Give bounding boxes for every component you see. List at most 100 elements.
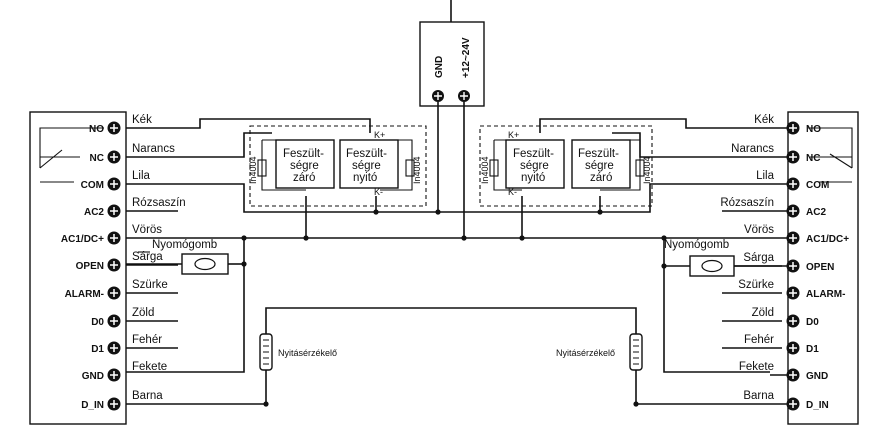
left-screw-d1-icon xyxy=(107,341,121,355)
left-wire-rozsaszin: Rózsaszín xyxy=(132,197,186,209)
left-terminal-nc: NC xyxy=(90,153,104,164)
right-lock-b-line2: ségre xyxy=(585,160,614,172)
left-wire-narancs: Narancs xyxy=(132,143,175,155)
right-screw-ac1-dc--icon xyxy=(786,231,800,245)
left-lock-a-line1: Feszült- xyxy=(283,148,324,160)
right-wire-barna: Barna xyxy=(743,390,774,402)
left-wire-kek: Kék xyxy=(132,114,152,126)
right-lock-minus: K- xyxy=(508,187,517,197)
right-wire-feher: Fehér xyxy=(744,334,774,346)
left-diode-a-label: In4004 xyxy=(248,156,258,184)
left-screw-nc-icon xyxy=(107,150,121,164)
left-lock-b-line3: nyitó xyxy=(353,172,377,184)
left-screw-open-icon xyxy=(107,258,121,272)
right-wire-szurke: Szürke xyxy=(738,279,774,291)
right-screw-alarm--icon xyxy=(786,286,800,300)
power-supply: GND +12~24V xyxy=(419,0,485,238)
left-lock-closing xyxy=(275,139,335,189)
right-terminal-gnd: GND xyxy=(806,371,828,382)
left-screw-gnd-icon xyxy=(107,368,121,382)
left-lock-a-line3: záró xyxy=(293,172,315,184)
right-wire-fekete: Fekete xyxy=(739,361,774,373)
left-terminal-alarm-: ALARM- xyxy=(65,289,104,300)
right-relay-switch xyxy=(808,127,853,183)
right-diode-a-label: In4004 xyxy=(480,156,490,184)
right-screw-gnd-icon xyxy=(786,368,800,382)
left-terminal-d1: D1 xyxy=(91,344,104,355)
right-door-sensor: Nyitásérzékelő xyxy=(556,333,643,371)
right-screw-nc-icon xyxy=(786,150,800,164)
right-terminal-ac2: AC2 xyxy=(806,207,826,218)
left-button-label: Nyomógomb xyxy=(152,239,217,251)
left-diode-b-label: In4004 xyxy=(412,156,422,184)
left-wire-voros: Vörös xyxy=(132,224,162,236)
left-terminal-d0: D0 xyxy=(91,317,104,328)
left-lock-b-line2: ségre xyxy=(352,160,381,172)
left-screw-com-icon xyxy=(107,177,121,191)
right-lock-a-line2: ségre xyxy=(520,160,549,172)
right-wire-lila: Lila xyxy=(756,170,775,182)
left-screw-no-icon xyxy=(107,121,121,135)
junction-dots xyxy=(241,209,667,407)
right-screw-d-in-icon xyxy=(786,397,800,411)
right-lock-group: In4004 In4004 Feszült- ségre nyitó Feszü… xyxy=(479,125,653,207)
right-screw-d0-icon xyxy=(786,314,800,328)
left-terminal-no: NO xyxy=(89,124,104,135)
right-screw-open-icon xyxy=(786,259,800,273)
right-terminal-open: OPEN xyxy=(806,262,834,273)
right-lock-b-line1: Feszült- xyxy=(578,148,619,160)
left-screw-d0-icon xyxy=(107,314,121,328)
left-push-button: Nyomógomb xyxy=(138,239,229,275)
left-terminal-ac2: AC2 xyxy=(84,207,104,218)
left-lock-b-line1: Feszült- xyxy=(346,148,387,160)
right-terminal-d0: D0 xyxy=(806,317,819,328)
left-sensor-label: Nyitásérzékelő xyxy=(278,348,337,358)
right-screw-no-icon xyxy=(786,121,800,135)
right-lock-opening xyxy=(505,139,565,189)
left-lock-group: In4004 In4004 Feszült- ségre záró Feszül… xyxy=(248,125,427,207)
left-terminal-gnd: GND xyxy=(82,371,104,382)
left-screw-d-in-icon xyxy=(107,397,121,411)
left-screw-ac2-icon xyxy=(107,204,121,218)
left-screw-alarm--icon xyxy=(107,286,121,300)
left-wire-sarga: Sárga xyxy=(132,251,163,263)
right-sensor-label: Nyitásérzékelő xyxy=(556,348,615,358)
right-lock-a-line3: nyitó xyxy=(521,172,545,184)
left-wire-barna: Barna xyxy=(132,390,163,402)
right-terminal-no: NO xyxy=(806,124,821,135)
left-lock-plus: K+ xyxy=(374,130,385,140)
psu-voltage-label: +12~24V xyxy=(461,37,472,78)
left-door-sensor: Nyitásérzékelő xyxy=(259,333,337,371)
left-wire-labels: KékNarancsLilaRózsaszínVörösSárgaSzürkeZ… xyxy=(126,114,186,402)
right-button-label: Nyomógomb xyxy=(664,239,729,251)
left-wire-lila: Lila xyxy=(132,170,151,182)
right-terminal-nc: NC xyxy=(806,153,820,164)
right-wire-narancs: Narancs xyxy=(731,143,774,155)
right-terminal-com: COM xyxy=(806,180,829,191)
left-terminal-open: OPEN xyxy=(76,261,104,272)
left-terminal-com: COM xyxy=(81,180,104,191)
psu-gnd-terminal xyxy=(432,90,444,102)
right-screw-ac2-icon xyxy=(786,204,800,218)
right-screw-com-icon xyxy=(786,177,800,191)
right-lock-a-line1: Feszült- xyxy=(513,148,554,160)
right-wire-labels: KékNarancsLilaRózsaszínVörösSárgaSzürkeZ… xyxy=(720,114,787,405)
left-screw-ac1-dc--icon xyxy=(107,231,121,245)
left-wire-feher: Fehér xyxy=(132,334,162,346)
right-diode-b-label: In4004 xyxy=(642,156,652,184)
right-wire-zold: Zöld xyxy=(752,307,774,319)
right-lock-plus: K+ xyxy=(508,130,519,140)
right-terminal-d1: D1 xyxy=(806,344,819,355)
right-screw-d1-icon xyxy=(786,341,800,355)
right-wire-rozsaszin: Rózsaszín xyxy=(720,197,774,209)
right-terminal-alarm-: ALARM- xyxy=(806,289,845,300)
left-terminal-ac1-dc-: AC1/DC+ xyxy=(61,234,104,245)
left-terminal-d-in: D_IN xyxy=(81,400,104,411)
right-lock-b-line3: záró xyxy=(590,172,612,184)
right-terminal-d-in: D_IN xyxy=(806,400,829,411)
left-wire-zold: Zöld xyxy=(132,307,154,319)
right-wire-sarga: Sárga xyxy=(743,252,774,264)
